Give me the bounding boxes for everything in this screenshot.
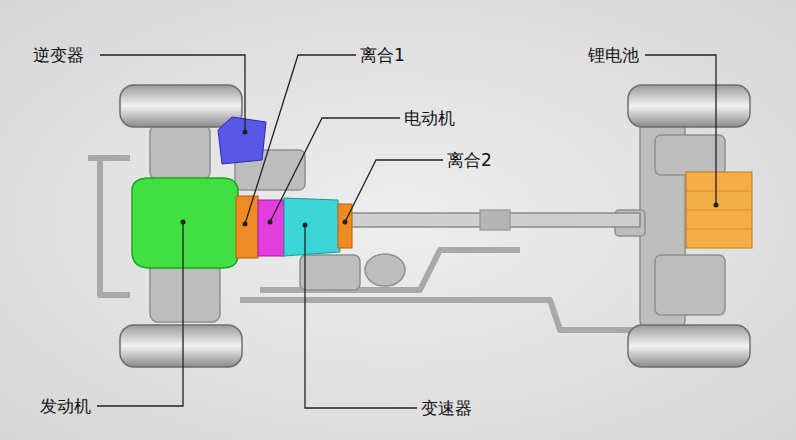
- part-label: 锂电池: [588, 45, 639, 65]
- part-label: 变速器: [421, 398, 472, 418]
- part-label: 发动机: [40, 396, 91, 416]
- part-label: 离合2: [447, 150, 492, 170]
- part-label: 电动机: [404, 108, 455, 128]
- part-label: 离合1: [360, 45, 405, 65]
- part-label: 逆变器: [33, 45, 84, 65]
